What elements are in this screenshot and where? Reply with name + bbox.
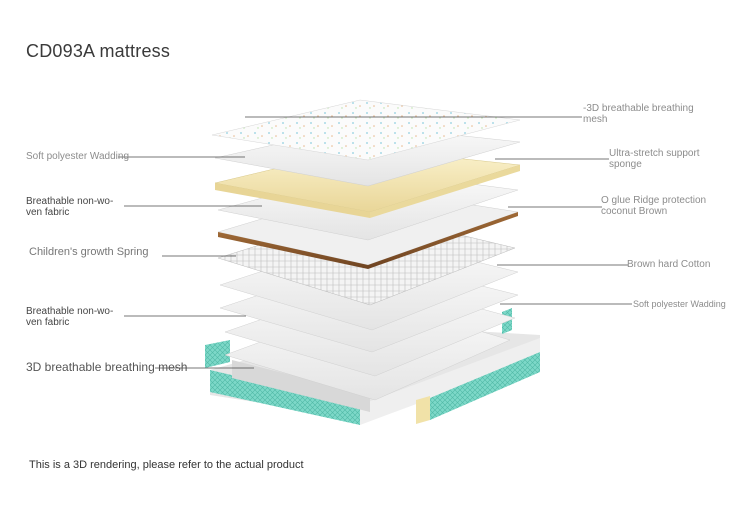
page-title: CD093A mattress	[26, 41, 171, 61]
label-line: coconut Brown	[601, 206, 668, 217]
label-coconut-brown: O glue Ridge protection coconut Brown	[601, 195, 706, 217]
label-breathable-nonwoven-lower: Breathable non-wo- ven fabric	[26, 306, 113, 328]
label-line: Breathable non-wo-	[26, 196, 114, 207]
label-brown-hard-cotton: Brown hard Cotton	[627, 259, 711, 270]
label-line: -3D breathable breathing	[583, 103, 694, 114]
label-line: ven fabric	[26, 207, 70, 218]
label-soft-polyester-wadding-right: Soft polyester Wadding	[633, 299, 726, 309]
label-line: Ultra-stretch support	[609, 148, 700, 159]
label-line: mesh	[583, 114, 608, 125]
label-3d-breathable-mesh-left: 3D breathable breathing mesh	[26, 360, 188, 374]
label-line: O glue Ridge protection	[601, 195, 707, 206]
footnote: This is a 3D rendering, please refer to …	[29, 459, 304, 471]
label-breathable-nonwoven-upper: Breathable non-wo- ven fabric	[26, 196, 113, 218]
label-ultra-stretch-sponge: Ultra-stretch support sponge	[609, 148, 700, 170]
label-childrens-growth-spring: Children's growth Spring	[29, 246, 149, 258]
label-soft-polyester-wadding-left: Soft polyester Wadding	[26, 151, 130, 162]
label-line: Breathable non-wo-	[26, 306, 114, 317]
label-3d-breathable-mesh-right: -3D breathable breathing mesh	[583, 103, 694, 125]
label-line: sponge	[609, 159, 642, 170]
label-line: ven fabric	[26, 317, 70, 328]
